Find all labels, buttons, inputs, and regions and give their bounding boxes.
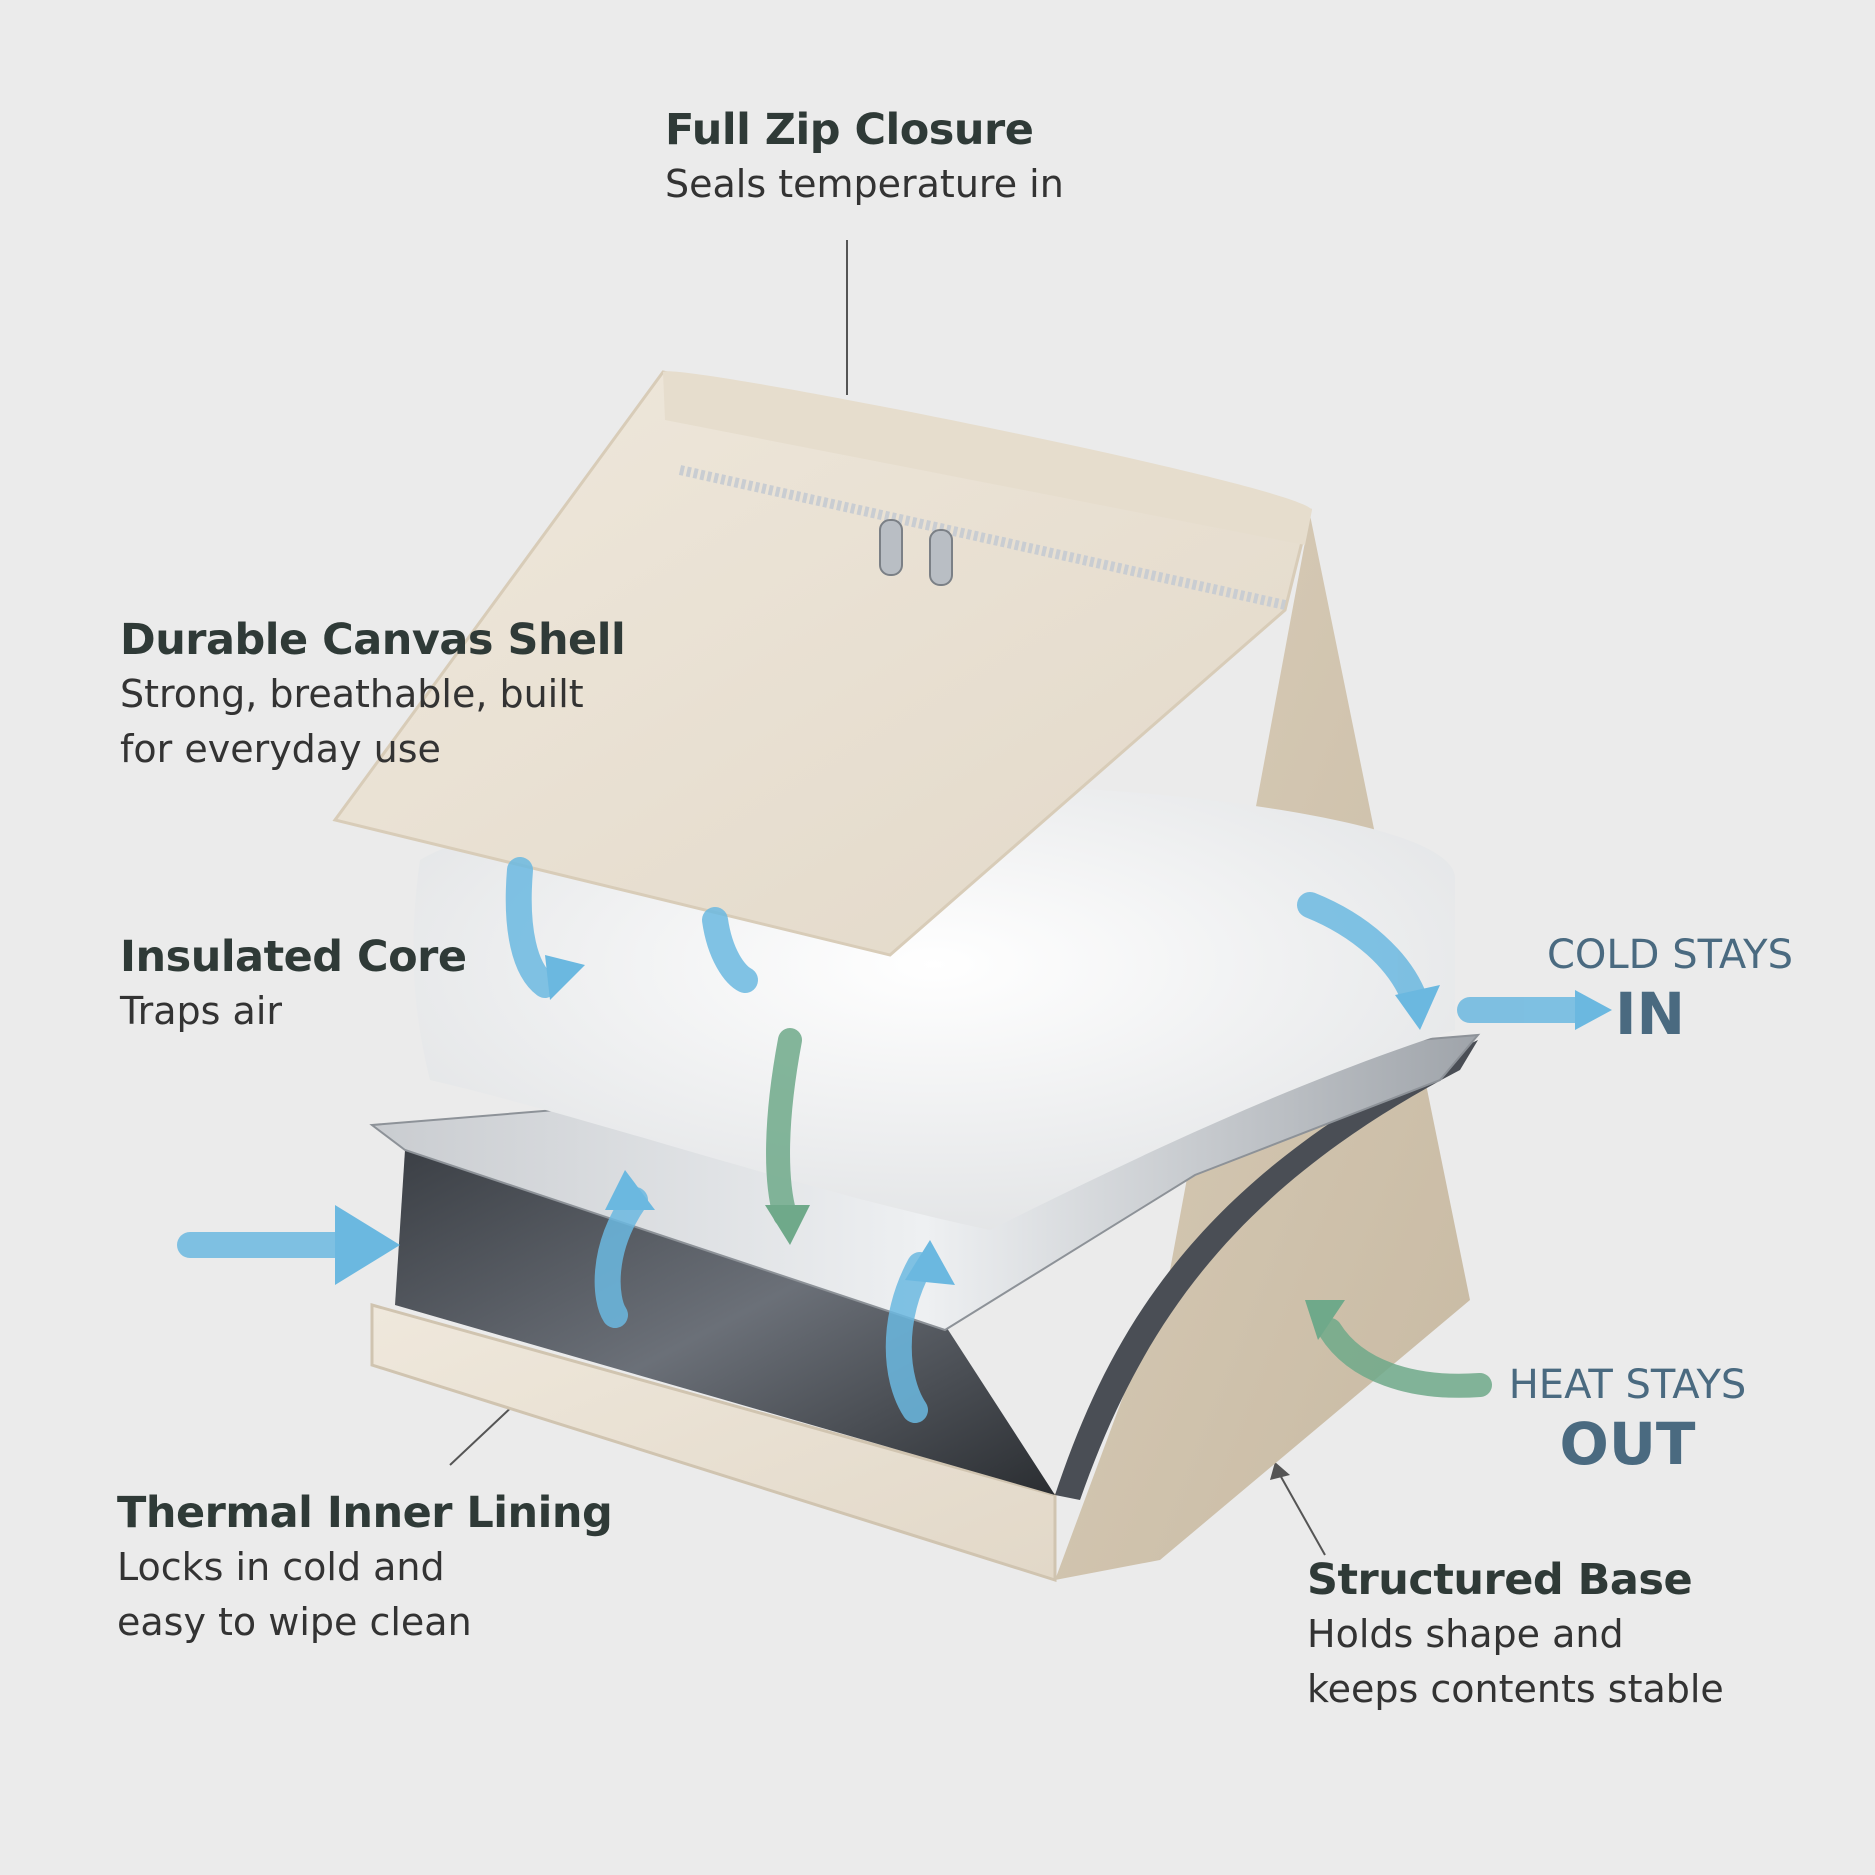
callout-full-zip-closure: Full Zip Closure Seals temperature in <box>665 105 1064 212</box>
cold-air-arrows <box>177 857 1593 1423</box>
callout-description-line2: for everyday use <box>120 726 441 771</box>
callout-title: Structured Base <box>1307 1555 1693 1605</box>
callout-insulated-core: Insulated Core Traps air <box>120 932 467 1039</box>
front-base <box>370 1303 1057 1583</box>
zipper <box>678 465 1287 610</box>
callout-description-line1: Strong, breathable, built <box>120 671 584 716</box>
callout-description: Seals temperature in <box>665 161 1064 206</box>
callout-title: Durable Canvas Shell <box>120 615 626 665</box>
callout-description-line1: Locks in cold and <box>117 1544 445 1589</box>
flow-small-text: COLD STAYS <box>1546 932 1793 978</box>
lining-curve <box>1055 1040 1478 1500</box>
base-leader-line <box>1279 1474 1326 1556</box>
callout-description-line2: keeps contents stable <box>1307 1666 1724 1711</box>
heat-stays-out-label: HEAT STAYS OUT <box>1500 1365 1755 1473</box>
cold-stays-in-label: COLD STAYS IN <box>1545 935 1795 1043</box>
cold-arrowheads <box>335 955 1612 1285</box>
flow-big-text: OUT <box>1559 1410 1696 1478</box>
callout-structured-base: Structured Base Holds shape and keeps co… <box>1307 1555 1724 1717</box>
heat-arrowheads <box>765 1205 1345 1340</box>
callout-title: Thermal Inner Lining <box>117 1488 613 1538</box>
callout-durable-canvas-shell: Durable Canvas Shell Strong, breathable,… <box>120 615 626 777</box>
heat-air-arrows <box>766 1028 1492 1398</box>
flow-big-text: IN <box>1614 980 1686 1048</box>
zipper-pulls-icon <box>879 519 953 586</box>
base-leader-arrowhead <box>1270 1462 1290 1480</box>
zip-rim <box>663 371 1312 545</box>
flow-small-text: HEAT STAYS <box>1508 1362 1747 1408</box>
callout-thermal-inner-lining: Thermal Inner Lining Locks in cold and e… <box>117 1488 613 1650</box>
thermal-lining <box>395 1150 1055 1495</box>
callout-title: Full Zip Closure <box>665 105 1034 155</box>
callout-description-line2: easy to wipe clean <box>117 1599 472 1644</box>
callout-description: Traps air <box>120 988 283 1033</box>
callout-title: Insulated Core <box>120 932 467 982</box>
callout-description-line1: Holds shape and <box>1307 1611 1624 1656</box>
